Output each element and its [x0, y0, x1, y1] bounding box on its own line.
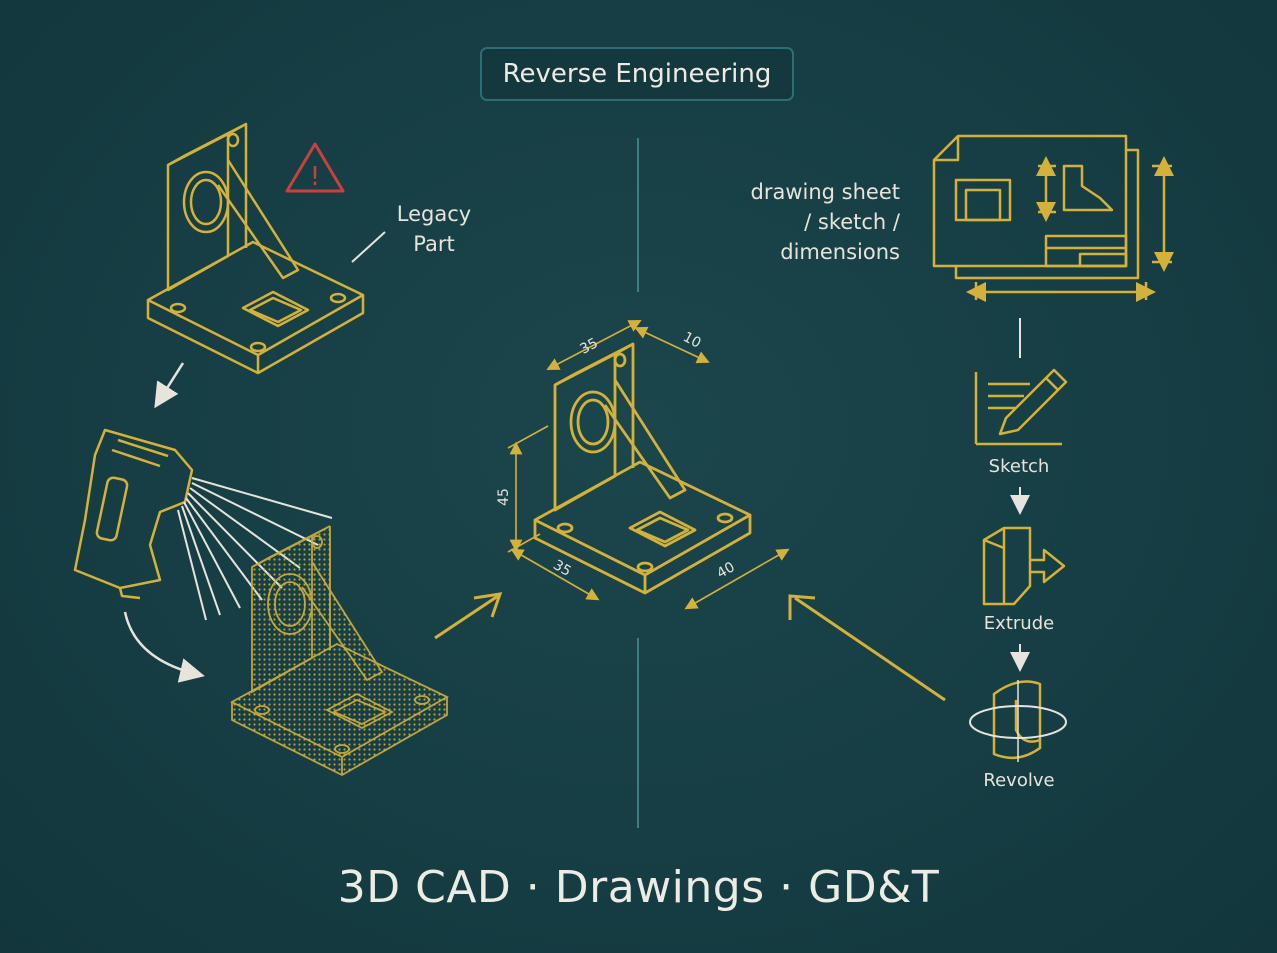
legacy-label-line1: Legacy [396, 202, 472, 226]
dimensioned-cad-model [533, 342, 752, 595]
dim-base-right: 40 [714, 559, 737, 582]
dim-top-width: 35 [577, 335, 600, 357]
drawing-label-line2: / sketch / [804, 210, 900, 234]
dim-top-depth: 10 [680, 329, 703, 351]
sketch-pencil-icon [974, 368, 1068, 446]
drawing-label-line3: dimensions [780, 240, 900, 264]
step-label-extrude: Extrude [983, 613, 1055, 634]
arrow-to-scanner [154, 362, 185, 409]
warning-icon: ! [285, 142, 345, 193]
scanner-icon [73, 428, 194, 600]
dimension-lines [507, 320, 790, 610]
legacy-part-label: Legacy Part [392, 199, 476, 259]
arrow-scan-to-model [434, 594, 499, 640]
title-badge: Reverse Engineering [480, 47, 794, 101]
legacy-part-model [146, 122, 365, 375]
dim-height: 45 [496, 488, 512, 506]
extrude-icon [982, 526, 1066, 606]
step-label-sketch: Sketch [988, 456, 1050, 477]
drawing-sheet-icon [932, 134, 1174, 302]
dim-base-left: 35 [550, 557, 573, 580]
drawing-sheet-label: drawing sheet / sketch / dimensions [700, 177, 900, 267]
drawing-label-line1: drawing sheet [750, 180, 900, 204]
arrow-cad-to-model [794, 596, 946, 702]
step-label-revolve: Revolve [983, 770, 1055, 791]
svg-text:!: ! [310, 162, 320, 192]
legacy-leader-line [351, 231, 386, 263]
revolve-icon [969, 680, 1067, 762]
scan-rays [177, 477, 333, 621]
arrow-cad-to-model-head [788, 594, 816, 620]
legacy-label-line2: Part [413, 232, 455, 256]
arrow-scan-to-model-head [473, 592, 503, 618]
footer-tagline: 3D CAD · Drawings · GD&T [337, 862, 940, 913]
point-cloud-model [231, 525, 448, 776]
arrow-to-point-cloud [123, 611, 205, 683]
